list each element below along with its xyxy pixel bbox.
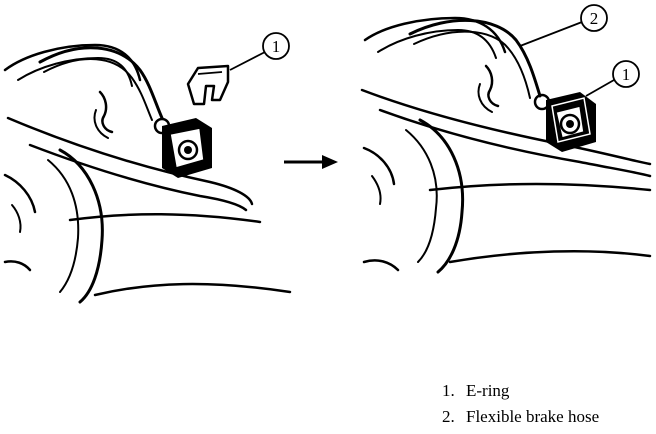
- legend: 1. E-ring 2. Flexible brake hose: [442, 378, 599, 430]
- left-frame-rail-lower: [28, 143, 248, 212]
- right-callout-2: [519, 4, 608, 47]
- left-brake-hose: [38, 46, 164, 120]
- left-callout-1-label: 1: [272, 37, 281, 56]
- right-silhouette-2: [362, 259, 400, 272]
- right-callout-2-label: 2: [590, 9, 599, 28]
- right-brake-hose-inner: [413, 30, 531, 99]
- right-axle-upper: [428, 182, 652, 192]
- left-bracket-curl: [98, 90, 114, 134]
- right-callout-1: [585, 60, 640, 97]
- right-panel: [360, 16, 652, 274]
- left-axle-upper: [68, 213, 262, 224]
- right-callout-1-label: 1: [622, 65, 631, 84]
- left-callout-1: [229, 32, 290, 71]
- right-bracket-block: [546, 92, 596, 152]
- left-silhouette-2: [3, 260, 32, 272]
- right-bracket-curl: [484, 64, 500, 108]
- left-brake-hose-inner: [43, 58, 153, 121]
- legend-label: Flexible brake hose: [466, 407, 600, 426]
- right-brake-hose: [408, 18, 542, 98]
- right-frame-rail-lower: [378, 108, 652, 178]
- legend-item-e-ring: 1. E-ring: [442, 378, 599, 404]
- left-e-ring-clip: [186, 64, 230, 106]
- left-axle-end: [58, 148, 104, 304]
- left-silhouette-3: [11, 204, 22, 233]
- legend-number: 1.: [442, 381, 455, 400]
- left-silhouette-1: [3, 173, 37, 214]
- legend-label: E-ring: [466, 381, 510, 400]
- legend-number: 2.: [442, 407, 455, 426]
- left-bracket-curl-2: [93, 109, 109, 139]
- left-panel: [3, 43, 292, 304]
- right-chassis-upper-inner: [377, 29, 497, 59]
- right-silhouette-1: [362, 146, 396, 186]
- right-axle-end: [418, 118, 465, 274]
- right-bracket-curl-2: [477, 83, 493, 113]
- left-bracket-block: [162, 118, 212, 178]
- transition-arrow: [284, 155, 338, 169]
- right-axle-lower: [448, 249, 652, 264]
- right-chassis-upper: [363, 16, 507, 54]
- left-chassis-upper-inner: [17, 57, 133, 87]
- left-frame-rail-top: [6, 116, 254, 206]
- right-axle-end-inner: [405, 129, 438, 263]
- right-frame-rail-top: [360, 88, 652, 166]
- right-silhouette-3: [371, 175, 382, 205]
- left-axle-lower: [93, 282, 292, 297]
- left-axle-end-inner: [47, 159, 80, 293]
- legend-item-brake-hose: 2. Flexible brake hose: [442, 404, 599, 430]
